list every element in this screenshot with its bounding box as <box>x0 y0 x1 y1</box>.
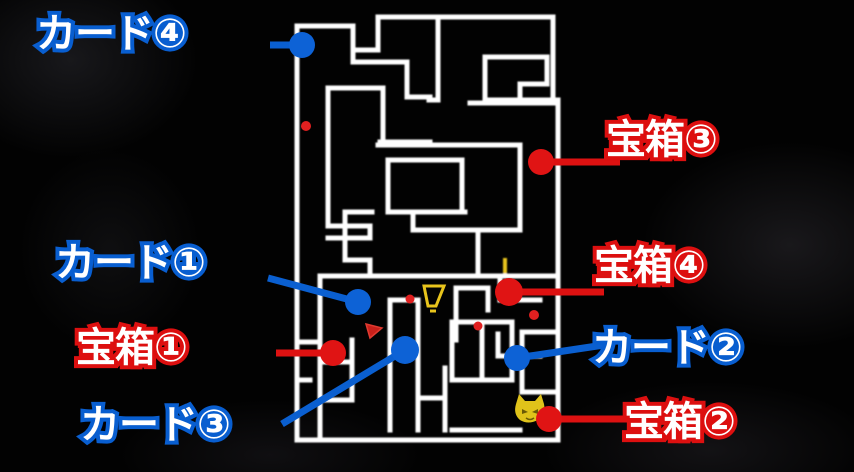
marker-dot[interactable] <box>504 345 530 371</box>
marker-dot[interactable] <box>320 340 346 366</box>
annotation-label-card-2-text: カード② <box>589 325 747 372</box>
marker-dot[interactable] <box>391 336 419 364</box>
annotation-marker-card-2[interactable] <box>504 341 605 371</box>
map-dot-icon <box>473 321 483 331</box>
annotation-label-chest-1-text: 宝箱① <box>73 325 192 372</box>
annotation-marker-chest-1[interactable] <box>276 340 346 366</box>
player-arrow-icon <box>364 322 384 340</box>
annotation-label-chest-4-outline: 宝箱④ <box>590 242 710 290</box>
annotation-label-card-1-outline: カード① <box>51 239 210 287</box>
maze-walls <box>294 14 561 443</box>
marker-dot[interactable] <box>528 149 554 175</box>
marker-dot[interactable] <box>495 278 523 306</box>
annotation-label-chest-1-outline: 宝箱① <box>72 324 192 372</box>
annotation-marker-card-4[interactable] <box>270 32 315 58</box>
exclamation-icon <box>422 284 447 313</box>
annotation-label-card-4-text: カード④ <box>33 11 191 58</box>
annotation-label-card-1-text: カード① <box>52 240 210 287</box>
annotation-marker-chest-2[interactable] <box>536 406 634 432</box>
map-dot-icon <box>405 294 415 304</box>
annotation-marker-card-3[interactable] <box>280 336 419 427</box>
annotation-label-card-2-outline: カード② <box>588 324 747 372</box>
marker-dot[interactable] <box>345 289 371 315</box>
marker-dot[interactable] <box>536 406 562 432</box>
map-dot-icon <box>529 310 539 320</box>
annotation-marker-chest-3[interactable] <box>528 149 620 175</box>
annotation-label-chest-4-text: 宝箱④ <box>591 243 710 290</box>
marker-dot[interactable] <box>289 32 315 58</box>
leader-line <box>280 347 407 427</box>
annotation-label-card-3-text: カード③ <box>77 402 235 449</box>
annotation-marker-chest-4[interactable] <box>495 278 604 306</box>
leader-line <box>267 274 359 306</box>
leader-line <box>516 341 605 362</box>
annotation-label-chest-2-text: 宝箱② <box>621 399 740 446</box>
annotation-marker-card-1[interactable] <box>267 274 371 315</box>
annotation-label-chest-3-text: 宝箱③ <box>603 117 722 164</box>
annotation-label-chest-2-outline: 宝箱② <box>620 398 740 446</box>
annotation-label-card-3-outline: カード③ <box>76 401 235 449</box>
map-dot-icon <box>301 121 311 131</box>
annotation-label-card-4-outline: カード④ <box>32 10 191 58</box>
annotation-label-chest-3-outline: 宝箱③ <box>602 116 722 164</box>
